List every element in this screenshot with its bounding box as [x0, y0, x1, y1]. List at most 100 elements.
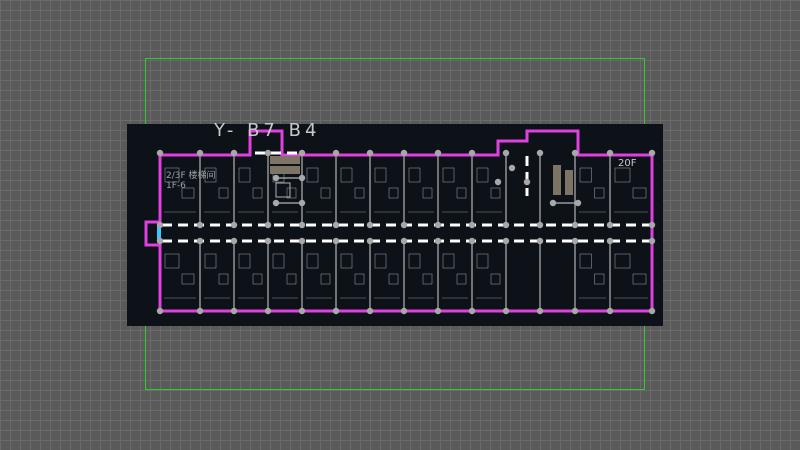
fixture — [456, 273, 467, 285]
vertex-handle-icon[interactable] — [502, 149, 510, 157]
vertex-handle-icon[interactable] — [571, 221, 579, 229]
vertex-handle-icon[interactable] — [156, 237, 164, 245]
vertex-handle-icon[interactable] — [648, 237, 656, 245]
vertex-handle-icon[interactable] — [156, 149, 656, 315]
vertex-handle-icon[interactable] — [502, 221, 510, 229]
vertex-handle-icon[interactable] — [298, 237, 306, 245]
fixture — [218, 273, 229, 285]
vertex-handle-icon[interactable] — [536, 221, 544, 229]
fixture — [408, 253, 421, 269]
vertex-handle-icon[interactable] — [606, 149, 614, 157]
vertex-handle-icon[interactable] — [332, 237, 340, 245]
vertex-handle-icon[interactable] — [366, 237, 374, 245]
vertex-handle-icon[interactable] — [571, 237, 579, 245]
vertex-handle-icon[interactable] — [502, 307, 510, 315]
fixture — [320, 273, 331, 285]
vertex-handle-icon[interactable] — [196, 221, 204, 229]
vertex-handle-icon[interactable] — [536, 149, 544, 157]
vertex-handle-icon[interactable] — [648, 307, 656, 315]
vertex-handle-icon[interactable] — [549, 199, 557, 207]
vertex-handle-icon[interactable] — [536, 237, 544, 245]
vertex-handle-icon[interactable] — [272, 174, 280, 182]
vertex-handle-icon[interactable] — [434, 307, 442, 315]
vertex-handle-icon[interactable] — [574, 199, 582, 207]
fixture — [340, 167, 353, 183]
vertex-handle-icon[interactable] — [648, 149, 656, 157]
vertex-handle-icon[interactable] — [536, 307, 544, 315]
fixture — [579, 167, 592, 183]
vertex-handle-icon[interactable] — [272, 199, 280, 207]
vertex-handle-icon[interactable] — [230, 149, 238, 157]
vertex-handle-icon[interactable] — [400, 149, 408, 157]
vertex-handle-icon[interactable] — [298, 174, 306, 182]
fixture — [306, 167, 319, 183]
fixture — [164, 167, 180, 183]
vertex-handle-icon[interactable] — [606, 307, 614, 315]
vertex-handle-icon[interactable] — [156, 221, 164, 229]
fixture — [204, 253, 217, 269]
vertex-handle-icon[interactable] — [468, 237, 476, 245]
vertex-handle-icon[interactable] — [332, 149, 340, 157]
entrance-marker — [157, 226, 161, 240]
fixture — [354, 273, 365, 285]
vertex-handle-icon[interactable] — [156, 307, 164, 315]
fixture — [204, 167, 217, 183]
outer-wall-top[interactable] — [160, 129, 652, 157]
vertex-handle-icon[interactable] — [434, 237, 442, 245]
outer-wall-left[interactable] — [144, 155, 162, 311]
fixture — [422, 187, 433, 199]
fixture — [218, 187, 229, 199]
vertex-handle-icon[interactable] — [264, 237, 272, 245]
vertex-handle-icon[interactable] — [523, 178, 531, 186]
vertex-handle-icon[interactable] — [264, 149, 272, 157]
vertex-handle-icon[interactable] — [230, 307, 238, 315]
vertex-handle-icon[interactable] — [571, 149, 579, 157]
vertex-handle-icon[interactable] — [264, 307, 272, 315]
fixture — [614, 253, 631, 269]
vertex-handle-icon[interactable] — [508, 164, 516, 172]
vertex-handle-icon[interactable] — [230, 221, 238, 229]
vertex-handle-icon[interactable] — [264, 221, 272, 229]
fixture — [388, 187, 399, 199]
vertex-handle-icon[interactable] — [196, 307, 204, 315]
plan-title: Y- B7 B4 — [214, 120, 321, 141]
vertex-handle-icon[interactable] — [468, 307, 476, 315]
room-note: 1F-6 — [166, 181, 186, 191]
fixture — [374, 253, 387, 269]
vertex-handle-icon[interactable] — [434, 149, 442, 157]
vertex-handle-icon[interactable] — [502, 237, 510, 245]
vertex-handle-icon[interactable] — [468, 221, 476, 229]
vertex-handle-icon[interactable] — [298, 221, 306, 229]
vertex-handle-icon[interactable] — [400, 237, 408, 245]
vertex-handle-icon[interactable] — [400, 221, 408, 229]
vertex-handle-icon[interactable] — [648, 221, 656, 229]
vertex-handle-icon[interactable] — [571, 307, 579, 315]
vertex-handle-icon[interactable] — [366, 307, 374, 315]
fixture — [354, 187, 365, 199]
vertex-handle-icon[interactable] — [196, 149, 204, 157]
fixture — [252, 187, 263, 199]
vertex-handle-icon[interactable] — [298, 199, 306, 207]
vertex-handle-icon[interactable] — [434, 221, 442, 229]
vertex-handle-icon[interactable] — [196, 237, 204, 245]
vertex-handle-icon[interactable] — [298, 307, 306, 315]
vertex-handle-icon[interactable] — [156, 149, 164, 157]
vertex-handle-icon[interactable] — [494, 178, 502, 186]
vertex-handle-icon[interactable] — [400, 307, 408, 315]
fixture — [490, 187, 501, 199]
vertex-handle-icon[interactable] — [366, 221, 374, 229]
fixture — [476, 253, 489, 269]
vertex-handle-icon[interactable] — [468, 149, 476, 157]
fixture — [272, 253, 285, 269]
fixture — [374, 167, 387, 183]
vertex-handle-icon[interactable] — [366, 149, 374, 157]
fixture — [456, 187, 467, 199]
vertex-handle-icon[interactable] — [332, 307, 340, 315]
vertex-handle-icon[interactable] — [298, 149, 306, 157]
vertex-handle-icon[interactable] — [606, 237, 614, 245]
vertex-handle-icon[interactable] — [606, 221, 614, 229]
vertex-handle-icon[interactable] — [332, 221, 340, 229]
vertex-handle-icon[interactable] — [230, 237, 238, 245]
